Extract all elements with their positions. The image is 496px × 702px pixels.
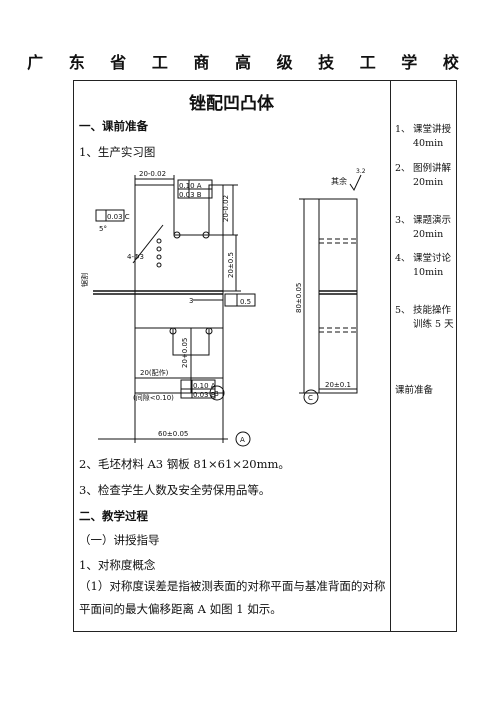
dim-top: 20-0.02: [139, 170, 166, 178]
sidebar-item-practice: 5、技能操作 训练 5 天: [395, 305, 454, 330]
tol-sym-2: 0.03 B: [179, 191, 202, 199]
roughness-value: 3.2: [356, 168, 366, 175]
sidebar-item-example: 2、图例讲解 20min: [395, 163, 452, 188]
datum-a: A: [240, 436, 245, 444]
dim-right-mid: 20±0.5: [227, 252, 235, 278]
sidebar-item-lecture: 1、课堂讲授 40min: [395, 124, 452, 149]
item-material: 2、毛坯材料 A3 钢板 81×61×20mm。: [79, 457, 290, 471]
production-drawing: 20-0.02 0.10 A 0.03 B 0.03 C 5° 4-Φ3 20-…: [80, 168, 366, 447]
tol-sym-3: 0.10 A: [193, 382, 216, 390]
dim-inner: 20(配作): [140, 368, 169, 377]
sub-heading-lecture: （一）讲授指导: [79, 533, 160, 547]
section-heading-prep: 一、课前准备: [79, 119, 148, 133]
tol-sym-1: 0.10 A: [179, 182, 202, 190]
school-title: 广 东 省 工 商 高 级 技 工 学 校: [27, 53, 469, 72]
dim-gap: (间隙<0.10): [133, 393, 174, 402]
sidebar-note: 课前准备: [395, 385, 434, 396]
ref-3: 3: [189, 297, 193, 305]
tol-perp: 0.03 C: [107, 213, 130, 221]
holes-label: 4-Φ3: [127, 253, 144, 261]
item-check: 3、检查学生人数及安全劳保用品等。: [79, 483, 271, 497]
dim-right-top: 20-0.02: [222, 195, 230, 222]
tol-flat: 0.5: [240, 298, 251, 306]
angle-label: 5°: [99, 225, 107, 233]
saw-label: 锯割: [80, 273, 89, 287]
roughness-label: 其余: [331, 176, 347, 186]
dim-height: 80±0.05: [295, 283, 303, 313]
dim-side: 20±0.1: [325, 381, 351, 389]
part-outline: [134, 184, 224, 394]
datum-c: C: [308, 394, 313, 402]
tol-sym-4: 0.03 B: [193, 391, 216, 399]
section-heading-process: 二、教学过程: [79, 509, 148, 523]
sidebar-item-demo: 3、课题演示 20min: [395, 215, 452, 240]
dim-depth: 20+0.05: [181, 338, 189, 368]
item-drawing-label: 1、生产实习图: [79, 145, 156, 159]
para-symmetry: （1）对称度误差是指被测表面的对称平面与基准背面的对称平面间的最大偏移距离 A …: [79, 579, 386, 616]
lesson-table: [73, 80, 457, 632]
sidebar-item-discussion: 4、课堂讨论 10min: [395, 253, 452, 278]
dim-width: 60±0.05: [158, 430, 188, 438]
lesson-title: 锉配凹凸体: [189, 94, 274, 114]
column-divider: [390, 80, 391, 632]
item-symmetry: 1、对称度概念: [79, 558, 156, 572]
side-view: [318, 198, 358, 394]
datum-b: B: [214, 390, 219, 398]
